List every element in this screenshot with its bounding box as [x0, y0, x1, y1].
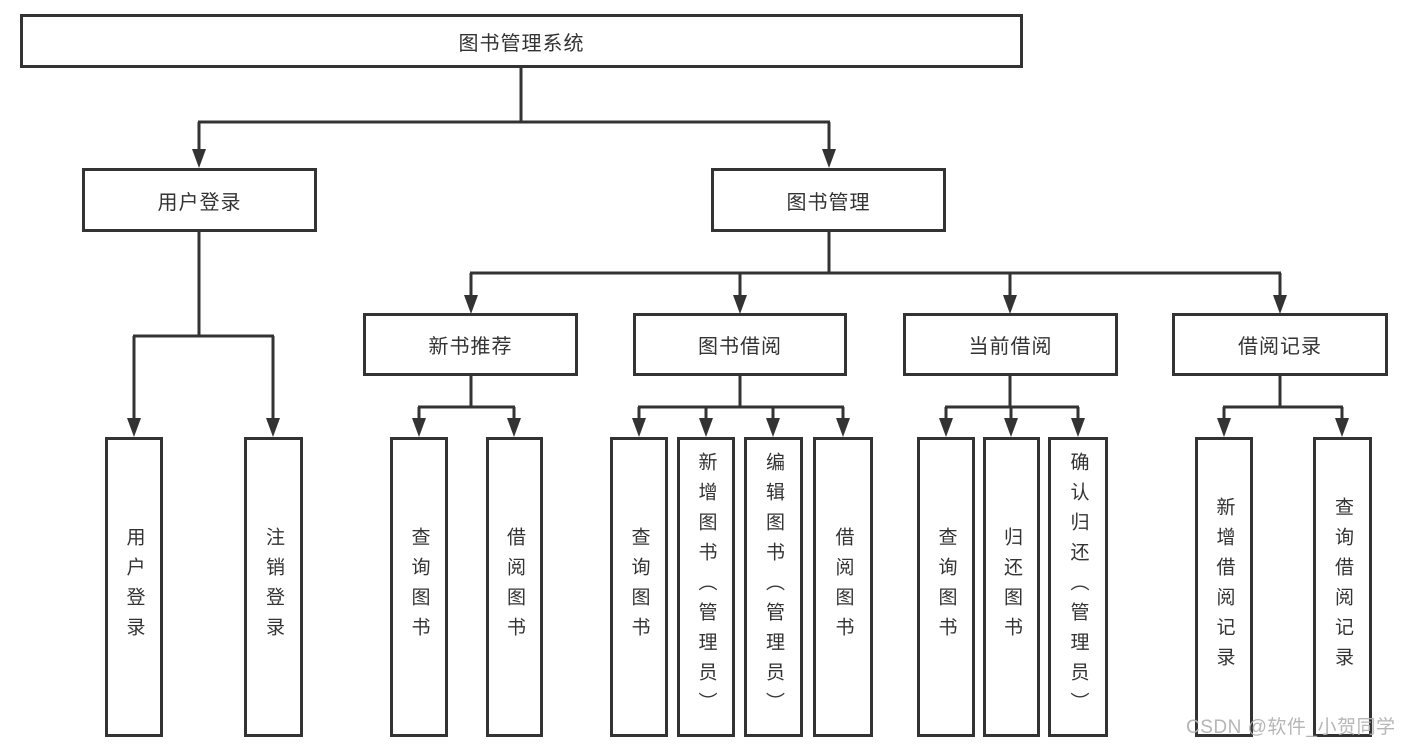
node-label: 用户登录 [123, 527, 145, 647]
leaf-query-borrow-record: 查询借阅记录 [1313, 437, 1372, 737]
leaf-query-books-recommend: 查询图书 [390, 437, 448, 737]
leaf-query-books-borrowing: 查询图书 [610, 437, 668, 737]
node-user-login-branch: 用户登录 [82, 168, 317, 232]
leaf-confirm-return-admin: 确认归还（管理员） [1048, 437, 1108, 737]
node-label: 图书管理系统 [458, 32, 585, 55]
leaf-borrow-books-recommend: 借阅图书 [486, 437, 543, 737]
leaf-return-books: 归还图书 [983, 437, 1040, 737]
watermark: CSDN @软件_小贺同学 [1186, 717, 1396, 738]
node-label: 借阅图书 [504, 527, 525, 647]
node-borrowing-records: 借阅记录 [1172, 313, 1388, 376]
node-label: 确认归还（管理员） [1067, 452, 1089, 722]
node-book-borrowing: 图书借阅 [633, 313, 847, 376]
node-label: 新书推荐 [428, 336, 513, 358]
node-label: 注销登录 [263, 527, 284, 647]
node-label: 借阅图书 [832, 527, 854, 647]
leaf-add-borrow-record: 新增借阅记录 [1195, 437, 1253, 737]
node-label: 借阅记录 [1238, 336, 1322, 358]
leaf-user-login: 用户登录 [105, 437, 163, 737]
node-current-borrowing: 当前借阅 [903, 313, 1118, 376]
node-label: 编辑图书（管理员） [763, 452, 784, 722]
leaf-edit-books-admin: 编辑图书（管理员） [744, 437, 803, 737]
node-label: 用户登录 [157, 191, 242, 214]
node-label: 新增借阅记录 [1213, 497, 1235, 677]
node-label: 图书管理 [786, 191, 871, 214]
node-label: 查询图书 [935, 527, 957, 647]
node-label: 查询借阅记录 [1332, 497, 1353, 677]
node-book-management: 图书管理 [711, 168, 946, 232]
node-root: 图书管理系统 [20, 14, 1023, 68]
node-label: 查询图书 [628, 527, 650, 647]
node-label: 当前借阅 [968, 336, 1053, 358]
node-new-book-recommend: 新书推荐 [363, 313, 578, 376]
node-label: 图书借阅 [698, 336, 782, 358]
node-label: 归还图书 [1001, 527, 1022, 647]
leaf-logout: 注销登录 [244, 437, 303, 737]
leaf-query-books-current: 查询图书 [917, 437, 975, 737]
node-label: 新增图书（管理员） [695, 452, 717, 722]
leaf-add-books-admin: 新增图书（管理员） [677, 437, 735, 737]
node-label: 查询图书 [408, 527, 430, 647]
leaf-borrow-books: 借阅图书 [813, 437, 873, 737]
